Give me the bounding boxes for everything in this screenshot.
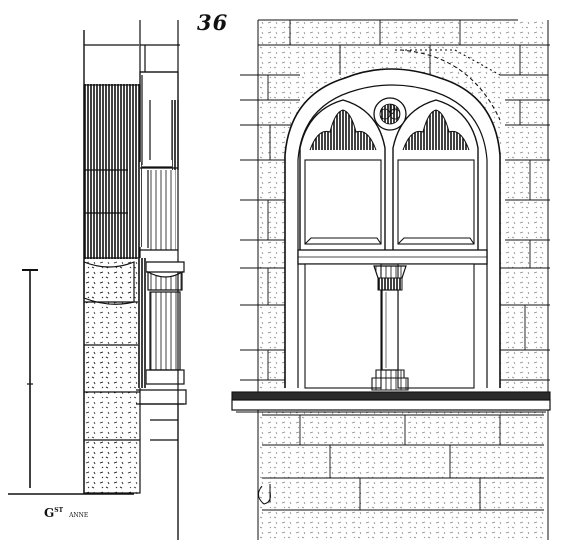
scale-bar [22, 269, 38, 488]
quatrefoil-oculus [373, 97, 407, 131]
figure-number: 36 [197, 10, 229, 35]
monogram-mark [258, 484, 271, 505]
lancet-left [299, 99, 386, 250]
section-view [8, 20, 187, 540]
artist-signature: GSTANNE [44, 506, 89, 520]
sill-course [231, 391, 551, 413]
colonnette [371, 265, 409, 391]
elevation-view [231, 19, 551, 540]
lancet-right [392, 99, 479, 250]
